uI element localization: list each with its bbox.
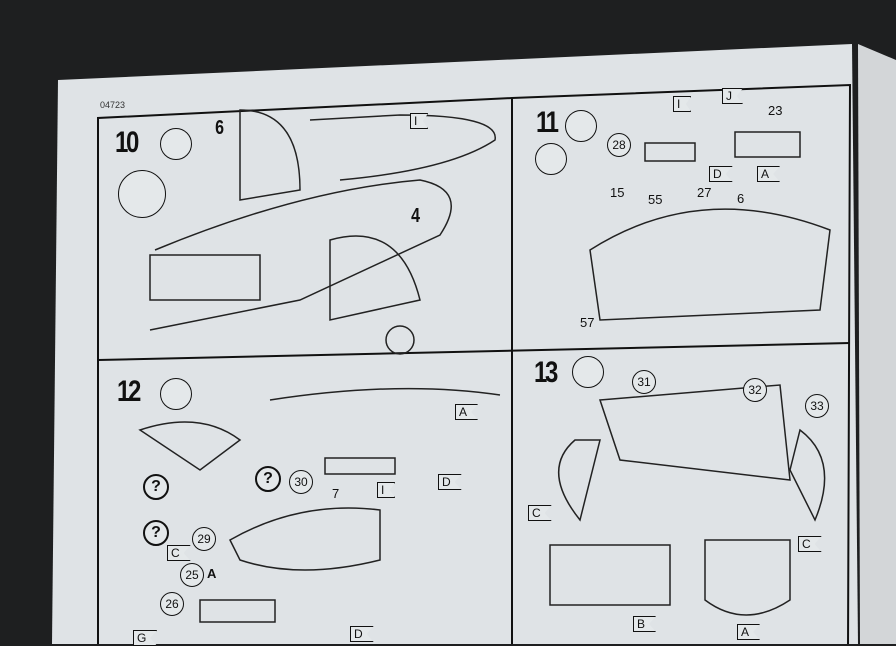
step-number: 11 <box>536 106 559 139</box>
part-label: 32 <box>743 378 767 402</box>
question-mark-badge: ? <box>143 520 169 546</box>
paint-icon <box>535 143 567 175</box>
part-label: 31 <box>632 370 656 394</box>
part-31-drawing <box>557 439 601 522</box>
part-4-drawing <box>329 235 421 321</box>
part-label: 6 <box>737 191 745 206</box>
question-mark-badge: ? <box>143 474 169 500</box>
part-drawing <box>149 254 261 301</box>
canopy-12-drawing <box>269 387 501 401</box>
page-code: 04723 <box>100 100 126 110</box>
part-label: 6 <box>215 117 225 139</box>
detail-view-left <box>549 544 671 606</box>
cockpit-drawing <box>589 208 831 321</box>
part-label: 27 <box>697 185 712 200</box>
right-page <box>858 44 896 644</box>
panel-28-drawing <box>644 142 696 162</box>
part-6-drawing <box>239 109 301 201</box>
nose-drawing <box>138 421 242 471</box>
part-label: 4 <box>411 205 421 227</box>
decal-flag: I <box>377 482 396 498</box>
wheel-drawing <box>385 325 415 355</box>
part-label: 29 <box>192 527 216 551</box>
fuselage-12-drawing <box>229 507 381 571</box>
step-number: 10 <box>115 126 139 159</box>
panel-divider-horizontal <box>97 342 851 361</box>
part-label: 57 <box>580 315 595 330</box>
detail-view-right <box>704 539 791 616</box>
part-label: 26 <box>160 592 184 616</box>
question-mark-badge: ? <box>255 466 281 492</box>
part-label: 30 <box>289 470 313 494</box>
part-label: 55 <box>648 192 663 207</box>
part-33-drawing <box>789 428 826 522</box>
part-label: 28 <box>607 133 631 157</box>
panel-30-drawing <box>324 457 396 475</box>
glue-tube-icon <box>572 356 604 388</box>
glue-tube-icon <box>160 378 192 410</box>
fuselage-drawing <box>149 179 452 331</box>
part-label: 7 <box>332 486 340 501</box>
decal-flag: B <box>633 616 657 632</box>
floor-32-drawing <box>598 384 791 481</box>
part-label: 25 <box>180 563 204 587</box>
option-label: A <box>207 566 217 581</box>
part-label: 15 <box>610 185 625 200</box>
glue-tube-icon <box>160 128 192 160</box>
step-number: 12 <box>117 375 141 408</box>
part-label: 33 <box>805 394 829 418</box>
clock-icon <box>118 170 166 218</box>
decal-flag: A <box>757 166 781 182</box>
part-label: 23 <box>768 103 783 118</box>
canopy-drawing <box>309 114 496 181</box>
glue-tube-icon <box>565 110 597 142</box>
part-25-drawing <box>199 599 276 623</box>
step-number: 13 <box>534 356 558 389</box>
left-page <box>52 44 858 644</box>
panel-23-drawing <box>734 131 801 158</box>
